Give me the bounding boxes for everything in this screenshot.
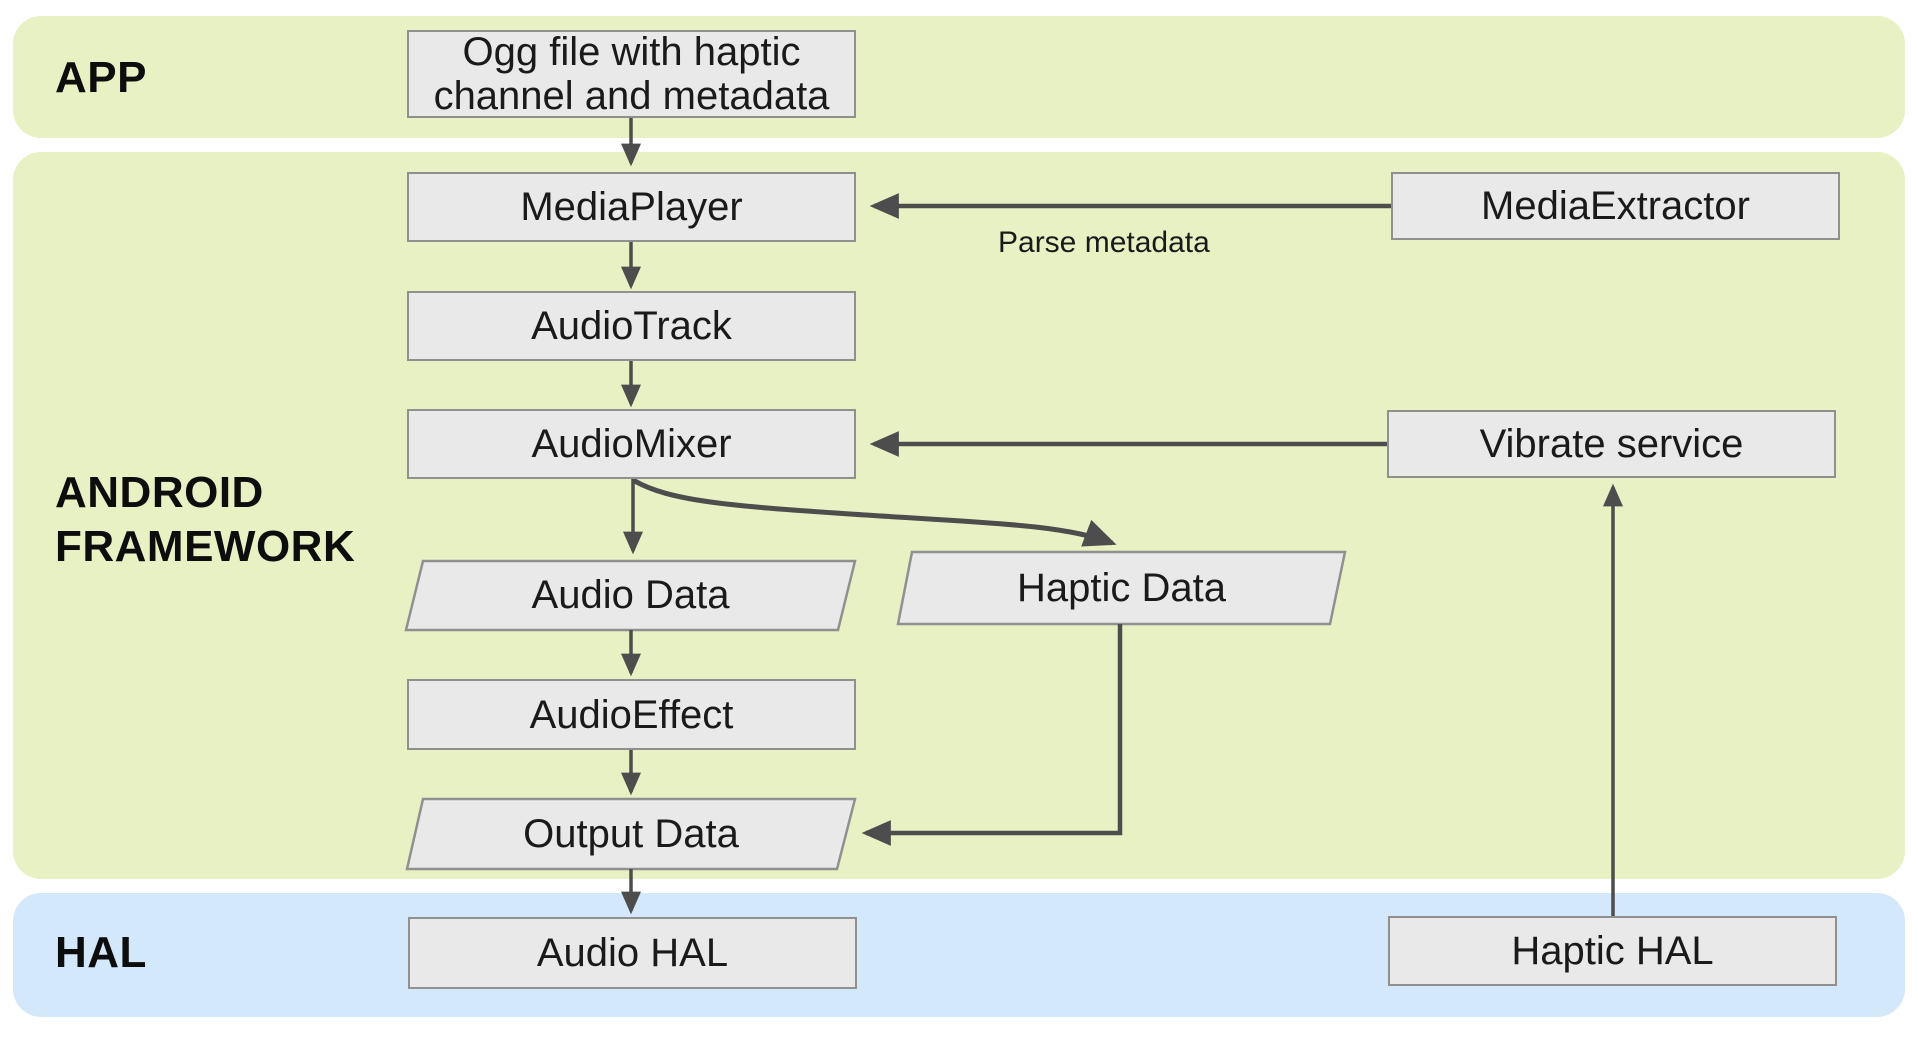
band-label-app: APP (55, 53, 147, 102)
node-audio-hal: Audio HAL (408, 917, 857, 989)
node-media-extractor: MediaExtractor (1391, 172, 1840, 240)
node-audio-data: Audio Data (531, 573, 730, 617)
edge-label-parse-metadata: Parse metadata (998, 226, 1210, 259)
node-ogg-file: Ogg file with haptic channel and metadat… (407, 30, 856, 118)
node-haptic-hal: Haptic HAL (1388, 916, 1837, 986)
node-audio-track: AudioTrack (407, 291, 856, 361)
band-label-android-framework: ANDROID FRAMEWORK (55, 468, 356, 571)
node-media-player: MediaPlayer (407, 172, 856, 242)
band-label-hal: HAL (55, 928, 147, 977)
node-haptic-data: Haptic Data (1017, 565, 1226, 610)
band-app (13, 16, 1905, 138)
node-audio-mixer: AudioMixer (407, 409, 856, 479)
node-vibrate-service: Vibrate service (1387, 410, 1836, 478)
node-output-data: Output Data (523, 811, 739, 856)
node-audio-effect: AudioEffect (407, 679, 856, 750)
